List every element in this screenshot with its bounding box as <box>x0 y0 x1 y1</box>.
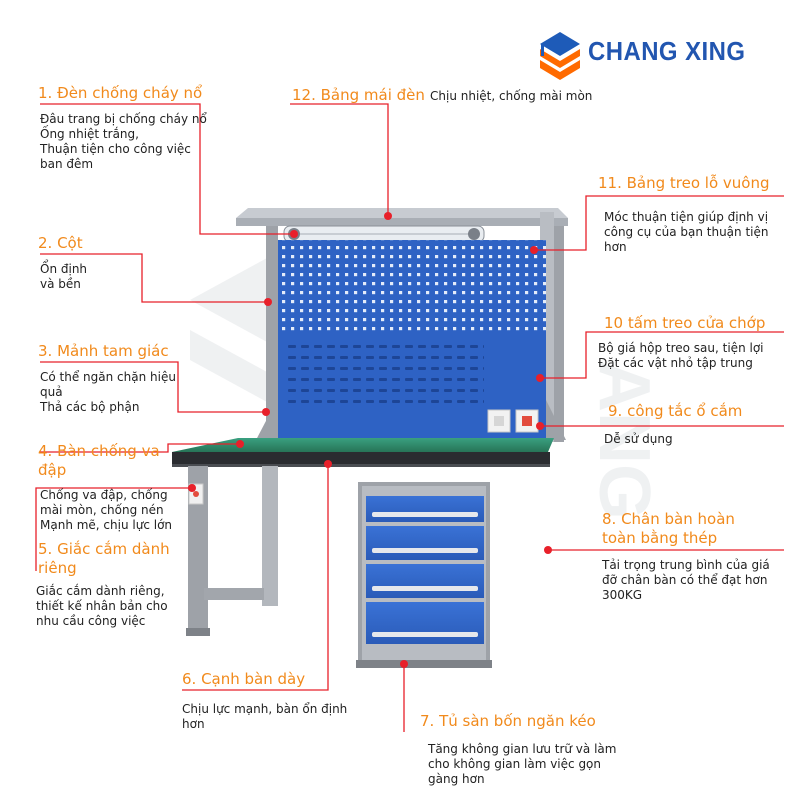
left-leg-frame <box>186 466 278 636</box>
label-1-desc: Đâu trang bị chống cháy nổ Ống nhiệt trắ… <box>40 112 207 171</box>
label-8-title: 8. Chân bàn hoàn toàn bằng thép <box>602 510 735 547</box>
square-hole-pegboard <box>278 240 546 336</box>
leader-dots <box>188 212 552 668</box>
lamp-canopy <box>236 208 568 243</box>
label-12-title: 12. Bảng mái đèn <box>292 86 425 104</box>
label-1-title: 1. Đèn chống cháy nổ <box>38 84 203 102</box>
label-7-desc: Tăng không gian lưu trữ và làm cho không… <box>428 742 617 786</box>
louvered-panel <box>278 336 546 440</box>
label-3-desc: Có thể ngăn chặn hiệu quả Thả các bộ phậ… <box>40 370 176 414</box>
label-5-title: 5. Giắc cắm dành riêng <box>38 540 170 577</box>
label-7-title: 7. Tủ sàn bốn ngăn kéo <box>420 712 596 730</box>
label-10-title: 10 tấm treo cửa chớp <box>604 314 766 332</box>
label-2-title: 2. Cột <box>38 234 83 252</box>
label-6-title: 6. Cạnh bàn dày <box>182 670 306 688</box>
label-5-desc: Giắc cắm dành riêng, thiết kế nhân bản c… <box>36 584 168 628</box>
label-3-title: 3. Mảnh tam giác <box>38 342 169 360</box>
four-drawer-cabinet <box>356 482 492 668</box>
label-11-title: 11. Bảng treo lỗ vuông <box>598 174 770 192</box>
label-4-title: 4. Bàn chống va đập <box>38 442 160 479</box>
label-12-desc: Chịu nhiệt, chống mài mòn <box>430 89 593 103</box>
label-2-desc: Ổn định và bền <box>40 262 88 291</box>
label-4-desc: Chống va đập, chống mài mòn, chống nén M… <box>40 488 173 532</box>
label-9-title: 9. công tắc ổ cắm <box>608 402 743 420</box>
label-8-desc: Tải trọng trung bình của giá đỡ chân bàn… <box>602 558 770 602</box>
work-surface <box>172 438 554 467</box>
label-11-desc: Móc thuận tiện giúp định vị công cụ của … <box>604 210 769 254</box>
brand-logo-icon <box>540 32 580 80</box>
leader-lines <box>35 103 784 732</box>
triangle-gusset <box>256 398 278 440</box>
svg-text:ANG: ANG <box>584 360 664 520</box>
label-9-desc: Dễ sử dụng <box>604 432 673 446</box>
label-10-desc: Bộ giá hộp treo sau, tiện lợi Đặt các vậ… <box>598 341 764 370</box>
label-6-desc: Chịu lực mạnh, bàn ổn định hơn <box>182 702 348 731</box>
brand-name: CHANG XING <box>588 36 746 66</box>
